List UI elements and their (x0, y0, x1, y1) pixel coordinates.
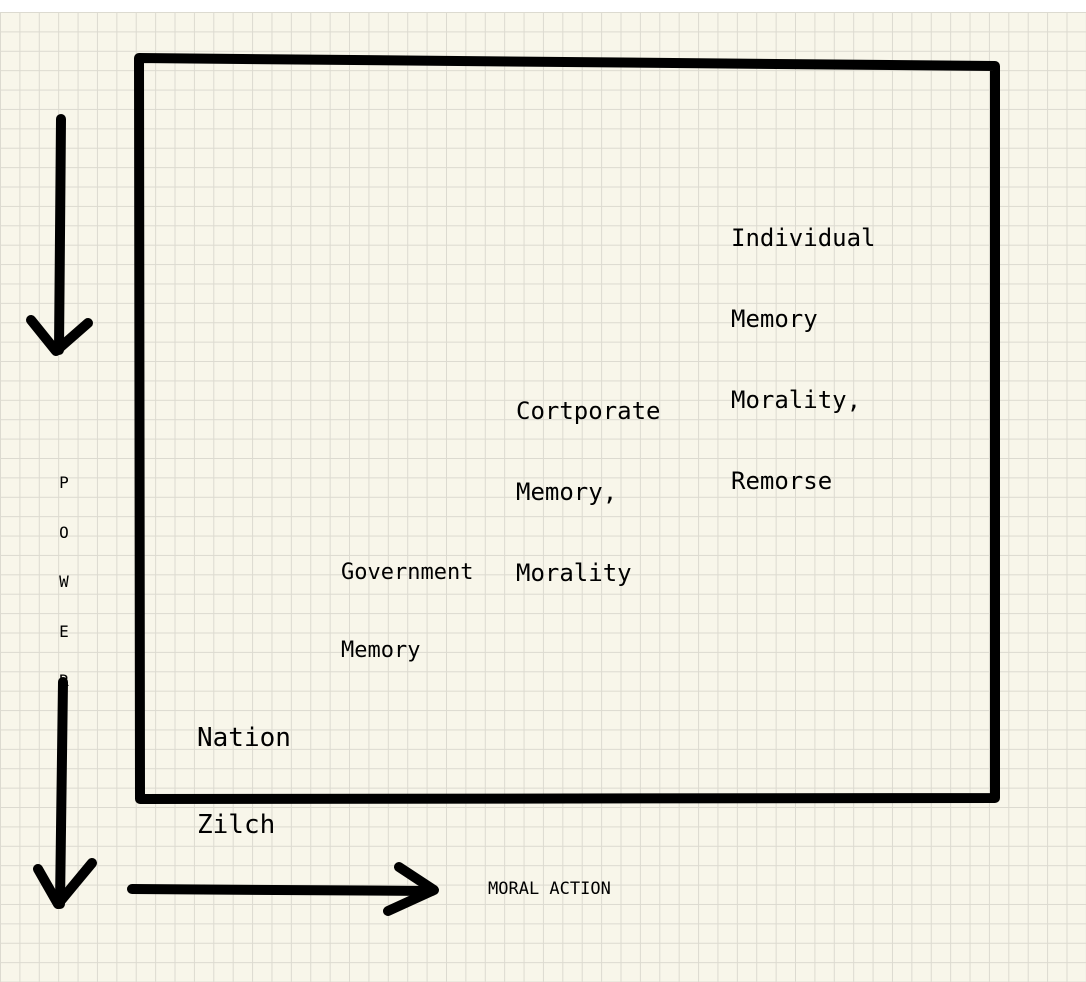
corporate-line-3: Morality (516, 559, 632, 587)
individual-line-3: Morality, (731, 386, 862, 414)
top-strip (0, 0, 1086, 12)
power-letter: O (59, 522, 69, 542)
power-axis-label: P O W E R (57, 442, 71, 723)
power-arrow-bottom-head (33, 858, 97, 909)
power-letter: W (59, 572, 69, 591)
power-arrow-bottom-shaft (55, 677, 68, 909)
main-frame (134, 53, 1000, 804)
individual-line-2: Memory (731, 305, 818, 333)
individual-label: Individual Memory Morality, Remorse (731, 171, 876, 549)
moral-action-arrow-shaft (127, 884, 437, 896)
power-letter: P (59, 473, 69, 492)
nation-label: Nation Zilch (197, 666, 291, 898)
government-line-2: Memory (341, 638, 421, 663)
government-line-1: Government (341, 560, 474, 585)
moral-action-arrow-head (383, 862, 439, 916)
corporate-label: Cortporate Memory, Morality (516, 344, 661, 641)
corporate-line-2: Memory, (516, 478, 618, 506)
government-label: Government Memory (341, 508, 473, 716)
power-letter: R (59, 671, 69, 690)
power-arrow-top-head (26, 315, 93, 356)
individual-line-4: Remorse (731, 467, 833, 495)
nation-line-2: Zilch (197, 810, 276, 840)
individual-line-1: Individual (731, 224, 876, 252)
power-letter: E (59, 621, 69, 641)
nation-line-1: Nation (197, 723, 291, 753)
power-arrow-top-shaft (54, 114, 66, 355)
corporate-line-1: Cortporate (516, 397, 661, 425)
moral-action-axis-label: MORAL ACTION (488, 879, 611, 899)
